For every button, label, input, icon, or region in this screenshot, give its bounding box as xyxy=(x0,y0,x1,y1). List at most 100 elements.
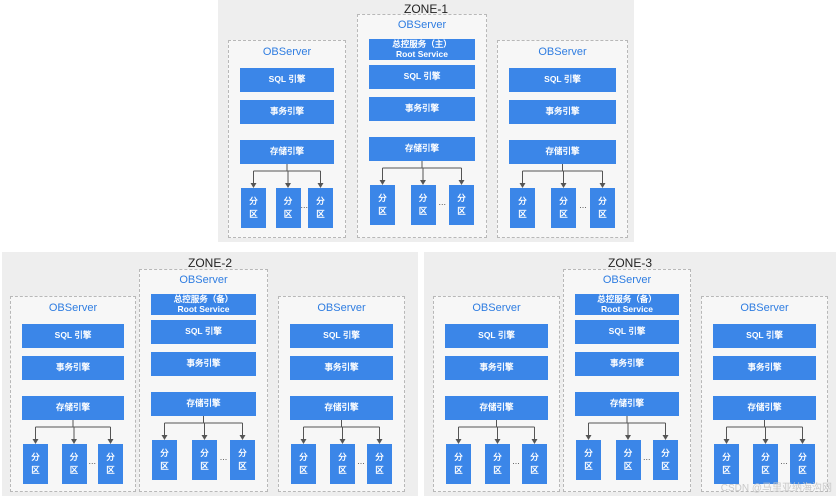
arrow-head-icon xyxy=(455,439,462,444)
partition-label: 分 xyxy=(584,448,593,459)
partition-block: 分区 xyxy=(449,185,474,225)
transaction-engine-block: 事务引擎 xyxy=(290,356,393,380)
arrow-head-icon xyxy=(420,180,426,185)
partition-label: 区 xyxy=(316,209,325,219)
arrow-head-icon xyxy=(32,439,39,444)
arrow-head-icon xyxy=(376,439,383,444)
ellipsis: ... xyxy=(512,456,520,466)
arrow-head-icon xyxy=(531,439,538,444)
root-service-sublabel: Root Service xyxy=(601,303,653,314)
arrow-head-icon xyxy=(201,435,208,440)
partition-label: 区 xyxy=(598,209,607,219)
arrow-head-icon xyxy=(317,183,324,188)
partition-connector xyxy=(379,161,465,185)
sql-engine-block: SQL 引擎 xyxy=(509,68,616,92)
partition-block: 分区 xyxy=(446,444,471,484)
transaction-engine-block: 事务引擎 xyxy=(509,100,616,124)
partition-block: 分区 xyxy=(615,440,641,480)
partition-label: 分 xyxy=(493,452,502,463)
sql-engine-block: SQL 引擎 xyxy=(575,320,679,344)
transaction-engine-block: 事务引擎 xyxy=(151,352,256,376)
ellipsis: ... xyxy=(300,200,308,210)
partition-block: 分区 xyxy=(152,440,177,480)
partition-label: 分 xyxy=(559,196,568,207)
storage-engine-block: 存储引擎 xyxy=(369,137,475,161)
partition-block: 分区 xyxy=(576,440,601,480)
partition-label: 区 xyxy=(418,206,428,216)
partition-connector xyxy=(585,416,669,440)
observer-title: OBServer xyxy=(602,274,652,286)
arrow-head-icon xyxy=(723,439,730,444)
partition-block: 分区 xyxy=(370,185,395,225)
sql-engine-block: SQL 引擎 xyxy=(290,324,393,348)
transaction-engine-block: 事务引擎 xyxy=(240,100,334,124)
ellipsis: ... xyxy=(579,200,587,210)
storage-engine-block: 存储引擎 xyxy=(290,396,393,420)
partition-block: 分区 xyxy=(590,188,615,228)
partition-label: 区 xyxy=(761,465,770,475)
partition-label: 分 xyxy=(598,196,607,207)
partition-connector xyxy=(455,420,538,444)
partition-label: 分 xyxy=(798,452,807,463)
partition-label: 区 xyxy=(454,465,463,475)
partition-block: 分区 xyxy=(275,188,301,228)
partition-block: 分区 xyxy=(367,444,392,484)
arrow-head-icon xyxy=(250,183,257,188)
arrow-head-icon xyxy=(662,435,669,440)
arrow-head-icon xyxy=(625,435,631,440)
partition-label: 区 xyxy=(559,209,568,219)
partition-label: 区 xyxy=(722,465,731,475)
partition-label: 区 xyxy=(69,465,79,475)
partition-label: 分 xyxy=(418,193,428,204)
partition-label: 区 xyxy=(200,461,209,471)
partition-label: 区 xyxy=(299,465,308,475)
partition-block: 分区 xyxy=(291,444,316,484)
storage-engine-block: 存储引擎 xyxy=(22,396,124,420)
root-service-label: 总控服务（备） xyxy=(597,294,657,305)
partition-label: 区 xyxy=(106,465,115,475)
partition-block: 分区 xyxy=(23,444,48,484)
arrow-head-icon xyxy=(560,183,567,188)
partition-label: 分 xyxy=(249,196,258,207)
sql-engine-block: SQL 引擎 xyxy=(22,324,124,348)
partition-label: 区 xyxy=(238,461,247,471)
partition-label: 区 xyxy=(160,461,169,471)
arrow-head-icon xyxy=(239,435,246,440)
observer-title: OBServer xyxy=(48,302,98,314)
arrow-head-icon xyxy=(494,439,501,444)
arrow-head-icon xyxy=(107,439,114,444)
partition-label: 分 xyxy=(31,452,40,463)
partition-block: 分区 xyxy=(510,188,535,228)
partition-label: 区 xyxy=(31,465,40,475)
root-service-block: 总控服务（备）Root Service xyxy=(575,294,679,315)
partition-label: 区 xyxy=(584,461,593,471)
ellipsis: ... xyxy=(88,456,96,466)
partition-label: 区 xyxy=(798,465,807,475)
partition-label: 分 xyxy=(283,196,293,207)
sql-engine-block: SQL 引擎 xyxy=(369,65,475,89)
root-service-label: 总控服务（主） xyxy=(392,39,452,50)
partition-label: 区 xyxy=(283,209,293,219)
partition-connector xyxy=(300,420,383,444)
arrow-head-icon xyxy=(379,180,386,185)
arrow-head-icon xyxy=(762,439,769,444)
partition-block: 分区 xyxy=(714,444,739,484)
partition-label: 分 xyxy=(338,452,347,463)
partition-label: 分 xyxy=(200,448,209,459)
partition-block: 分区 xyxy=(551,188,576,228)
transaction-engine-block: 事务引擎 xyxy=(445,356,548,380)
partition-block: 分区 xyxy=(790,444,815,484)
partition-block: 分区 xyxy=(241,188,266,228)
partition-label: 分 xyxy=(530,452,539,463)
sql-engine-block: SQL 引擎 xyxy=(445,324,548,348)
partition-connector xyxy=(250,164,324,188)
storage-engine-block: 存储引擎 xyxy=(713,396,816,420)
